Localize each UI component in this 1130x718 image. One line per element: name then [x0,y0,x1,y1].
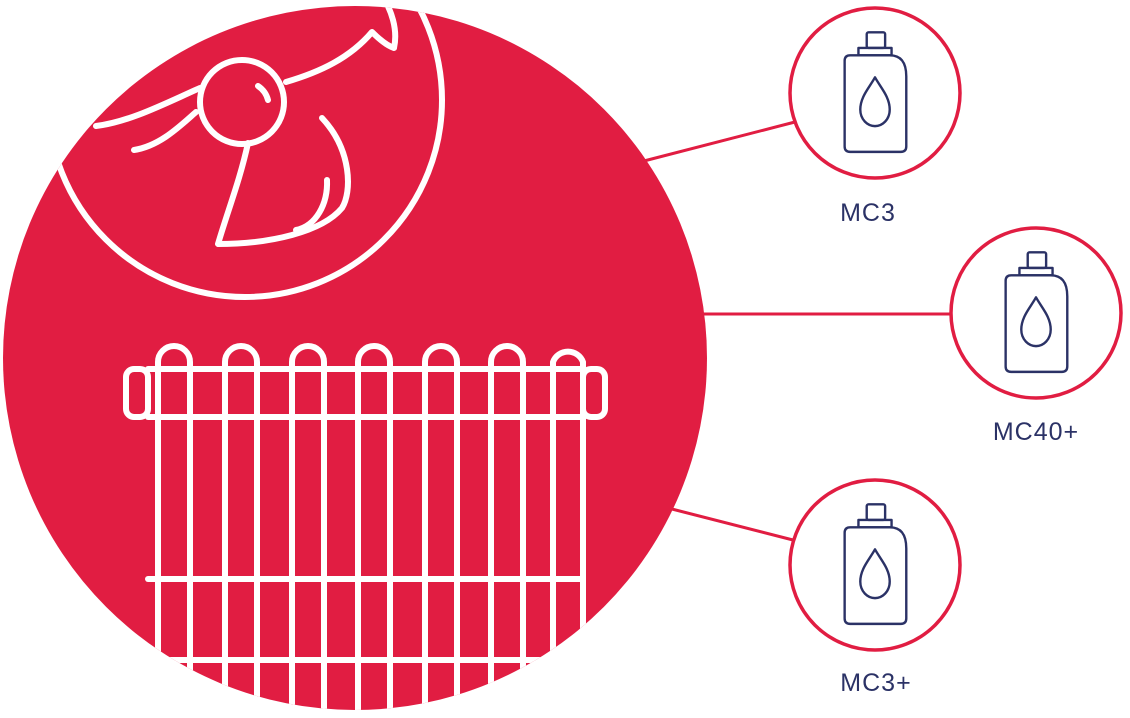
central-circle [3,6,707,710]
connector-line-mc3plus [667,506,794,542]
product-label-mc3: MC3 [840,199,896,227]
radiator-icon [123,343,608,710]
product-mc3 [788,6,962,180]
product-mc40-plus [949,226,1123,400]
product-mc3-plus [788,478,962,652]
connector-line-mc3 [639,120,796,164]
product-label-mc3-plus: MC3+ [840,669,912,697]
fan-icon [45,6,445,300]
product-label-mc40-plus: MC40+ [992,418,1080,446]
